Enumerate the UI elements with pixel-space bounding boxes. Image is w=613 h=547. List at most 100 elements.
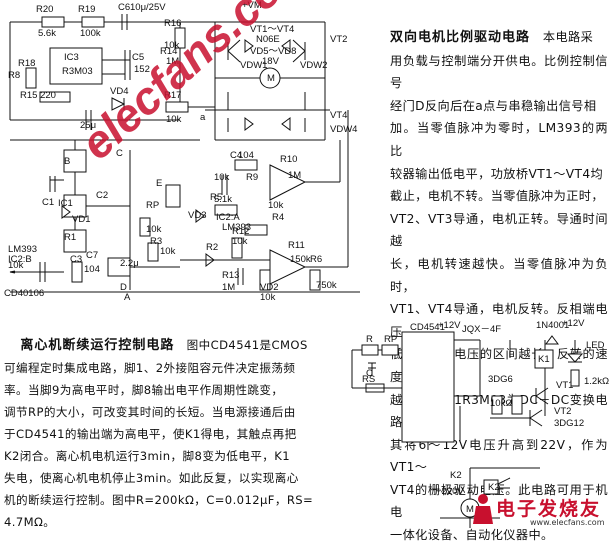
schematic-label: R (366, 334, 373, 345)
schematic-label: a (200, 112, 206, 123)
schematic-label: VD3 (188, 210, 206, 221)
schematic-label: K2 (488, 482, 500, 493)
right-article-line: VT2、VT3导通，电机正转。导通时间越 (390, 211, 608, 249)
schematic-label: C1 (42, 197, 54, 208)
schematic-label: LM393 (8, 244, 37, 255)
schematic-label: R16 (164, 18, 181, 29)
schematic-label: VT1～VT4 (250, 24, 294, 35)
schematic-label: 1M (166, 56, 179, 67)
schematic-label: R12 (232, 226, 249, 237)
schematic-label: Vin (0, 0, 14, 3)
schematic-label: LED (586, 340, 605, 351)
left-article-line: 失电，使离心机电机停止3min。如此反复，以实现离心 (4, 471, 299, 485)
left-article-line: 机的断续运行控制。图中R=200kΩ，C=0.012μF，RS= (4, 493, 314, 507)
schematic-label: 100k (80, 28, 101, 39)
right-article-line: 较器输出低电平，功放桥VT1～VT4均 (390, 166, 604, 181)
right-article-line: 经门D反向后在a点与串稳输出信号相 (390, 98, 597, 113)
schematic-label: GND (0, 0, 21, 3)
schematic-label: 152 (134, 64, 150, 75)
schematic-label: C5 (132, 52, 144, 63)
schematic-label: R13 (222, 270, 239, 281)
schematic-label: VT2 (554, 406, 571, 417)
schematic-label: +12V (438, 320, 461, 331)
logo-text: 电子发烧友 (496, 498, 602, 520)
left-article-title: 离心机断续运行控制电路 (20, 338, 175, 353)
schematic-label: R9 (246, 172, 258, 183)
schematic-label: R17 (164, 90, 181, 101)
schematic-label: C4 (230, 150, 242, 161)
schematic-label: 10k (164, 40, 180, 51)
schematic-label: 5.6k (38, 28, 56, 39)
schematic-label: RP (384, 334, 397, 345)
right-article-line: 截止，电机不转。当零值脉冲为正时， (390, 189, 604, 204)
schematic-label: +12V (562, 318, 585, 329)
schematic-label: R3 (150, 236, 162, 247)
schematic-label: R8 (8, 70, 20, 81)
schematic-label: VDW4 (330, 124, 357, 135)
schematic-label: R14 (160, 46, 177, 57)
right-article-line: VT4的栅极驱动电压。此电路可用于机电 (390, 482, 608, 520)
schematic-label: IC3 (64, 52, 79, 63)
left-article-line: 图中CD4541是CMOS (186, 338, 308, 352)
schematic-label: CD4541 (410, 322, 445, 333)
schematic-label: LM393 (222, 222, 251, 233)
schematic-label: K2 (450, 470, 462, 481)
schematic-label: R15 220 (20, 90, 56, 101)
schematic-label: IC2:A (216, 212, 240, 223)
schematic-label: VD5～VD8 (250, 46, 296, 57)
site-logo: 电子发烧友 www.elecfans.com (470, 488, 610, 530)
schematic-label: +VM (242, 0, 262, 11)
schematic-label: VDW1 (240, 60, 267, 71)
schematic-label: R4 (272, 212, 284, 223)
schematic-label: C (116, 148, 123, 159)
schematic-label: R19 (78, 4, 95, 15)
right-article-title: 双向电机比例驱动电路 (390, 30, 531, 45)
schematic-label: R3M03 (62, 66, 93, 77)
schematic-label: M (466, 504, 474, 515)
schematic-label: 10k (232, 236, 248, 247)
schematic-label: 10k (146, 224, 162, 235)
schematic-label: R1 (64, 232, 76, 243)
left-article-body: 离心机断续运行控制电路 图中CD4541是CMOS 可编程定时集成电路，脚1、2… (4, 334, 338, 533)
schematic-label: R2 (206, 242, 218, 253)
schematic-label: VD1 (72, 214, 90, 225)
schematic-label: VD1～VD4 (0, 0, 46, 3)
left-article-line: 率。当脚9为高电平时，脚8输出电平作周期性跳变， (4, 383, 284, 397)
schematic-label: M (267, 73, 275, 84)
schematic-label: VD4 (110, 86, 128, 97)
schematic-label: C6 (118, 2, 130, 13)
schematic-label: 3DG12 (554, 418, 584, 429)
schematic-label: 104 (238, 150, 254, 161)
logo-url: www.elecfans.com (530, 518, 605, 527)
schematic-label: 10k (214, 172, 230, 183)
right-article-line: 用负载与控制端分开供电。比例控制信号 (390, 53, 608, 91)
right-article-line: 长，电机转速越快。当零值脉冲为负时， (390, 256, 608, 294)
schematic-label: 10k (166, 114, 182, 125)
schematic-label: 5.1k (214, 194, 232, 205)
schematic-label: 1M (222, 282, 235, 293)
schematic-label: 104 (84, 264, 100, 275)
left-article-line: 可编程定时集成电路，脚1、2外接阻容元件决定振荡频 (4, 361, 296, 375)
left-article-line: 调节RP的大小，可改变其时间的长短。当电源接通后由 (4, 405, 296, 419)
schematic-label: C3 (70, 254, 82, 265)
schematic-label: 10μ/25V (130, 2, 166, 13)
schematic-label: C (366, 368, 373, 379)
schematic-label: C7 (86, 250, 98, 261)
schematic-label: VD2 (260, 282, 278, 293)
schematic-label: VT4 (330, 110, 347, 121)
left-article-line: K2闭合。离心机电机运行3min，脚8变为低电平，K1 (4, 449, 291, 463)
schematic-label: JQX－4F (462, 324, 501, 335)
schematic-label: 10k (260, 292, 276, 303)
schematic-label: 1M (288, 170, 301, 181)
schematic-label: VDW2 (300, 60, 327, 71)
schematic-label: VT2 (330, 34, 347, 45)
schematic-label: 2.2μ (120, 258, 139, 269)
schematic-label: R20 (36, 4, 53, 15)
schematic-label: D (120, 282, 127, 293)
schematic-label: 25μ (80, 120, 96, 131)
schematic-label: K1 (538, 354, 550, 365)
schematic-label: 10k (268, 200, 284, 211)
schematic-label: R11 (288, 240, 305, 251)
